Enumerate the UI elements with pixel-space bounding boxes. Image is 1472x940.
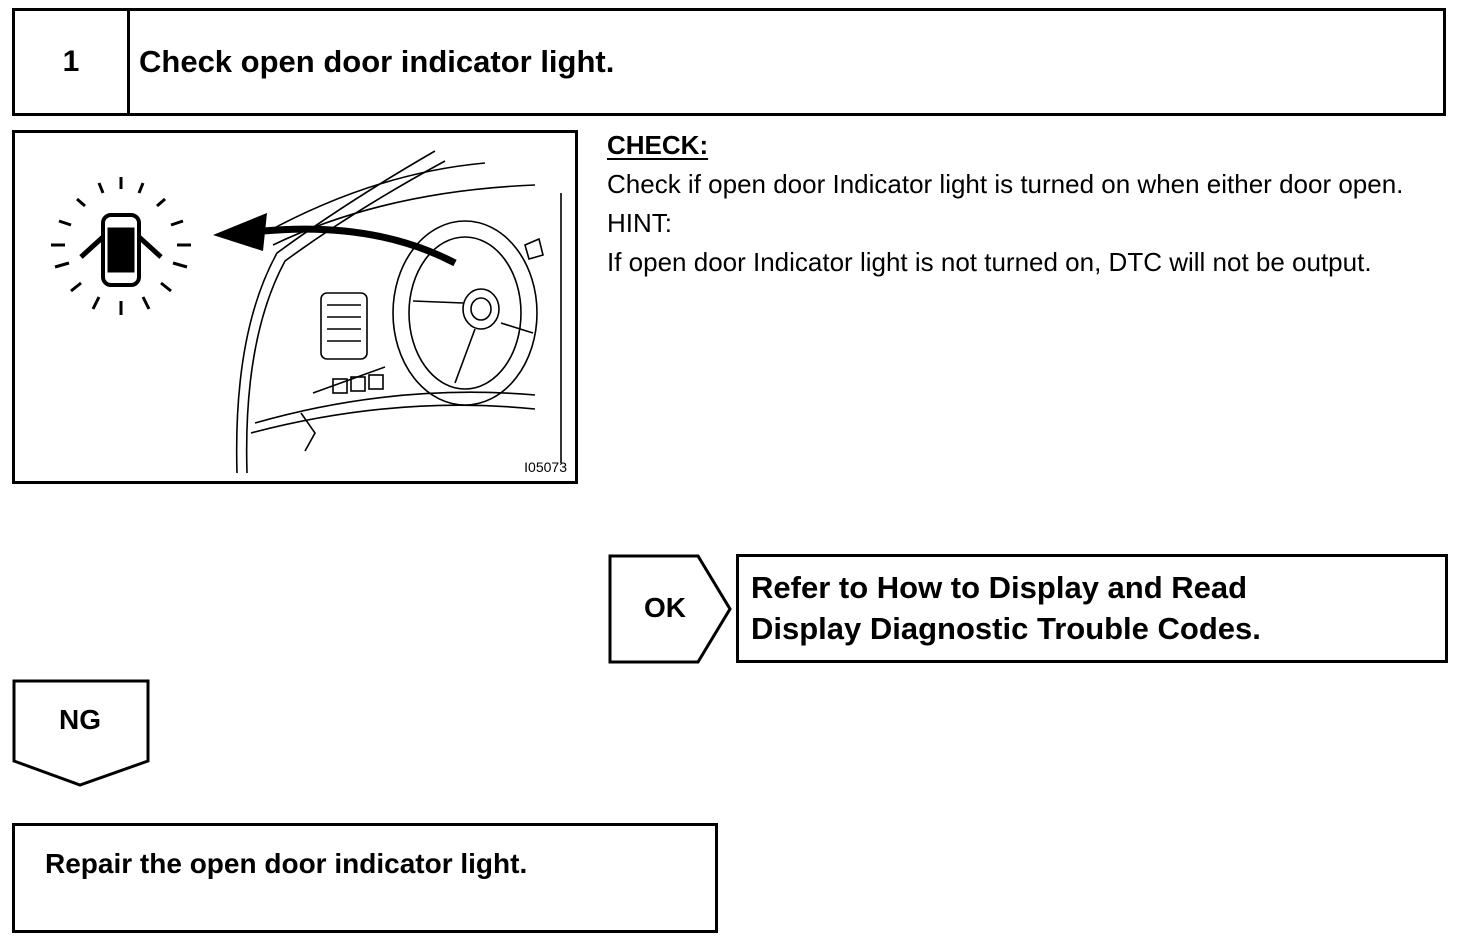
dashboard-drawing	[51, 150, 562, 474]
check-heading: CHECK:	[607, 130, 709, 160]
ok-result-line2: Display Diagnostic Trouble Codes.	[751, 611, 1261, 646]
ok-result-box: Refer to How to Display and Read Display…	[736, 554, 1448, 663]
ok-result-line1: Refer to How to Display and Read	[751, 570, 1248, 605]
door-open-indicator-icon	[51, 177, 191, 315]
check-section: CHECK: Check if open door Indicator ligh…	[607, 126, 1457, 282]
figure-code: I05073	[524, 459, 567, 475]
hint-text: If open door Indicator light is not turn…	[607, 247, 1372, 277]
step-header: 1 Check open door indicator light.	[12, 8, 1446, 116]
ng-arrow-marker	[12, 679, 150, 787]
step-title: Check open door indicator light.	[139, 44, 615, 79]
check-text: Check if open door Indicator light is tu…	[607, 169, 1404, 199]
hint-label: HINT:	[607, 208, 672, 238]
dashboard-illustration: I05073	[12, 130, 578, 484]
ng-label: NG	[59, 704, 101, 735]
ok-label: OK	[644, 592, 686, 623]
step-number: 1	[15, 11, 130, 113]
ng-result-box: Repair the open door indicator light.	[12, 823, 718, 933]
ok-arrow-marker	[608, 554, 732, 664]
